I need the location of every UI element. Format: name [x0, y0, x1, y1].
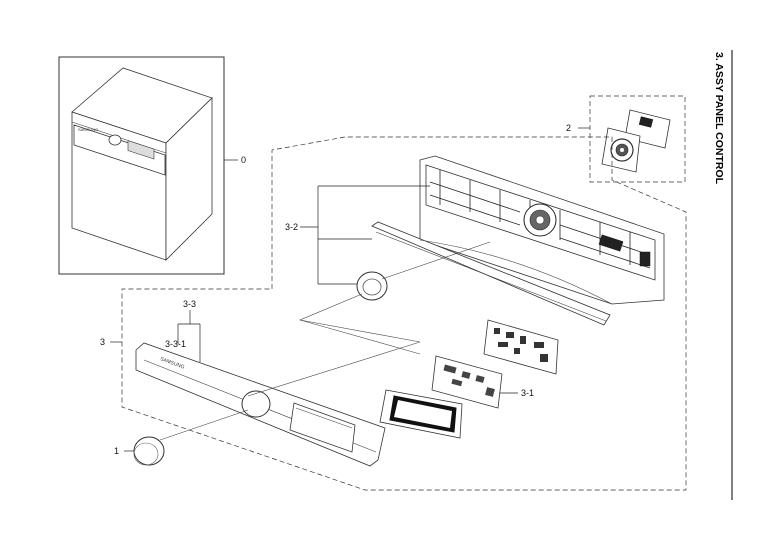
part-3-1-display: 3-1: [379, 319, 559, 439]
part-3-2-frame: 3-2: [285, 155, 665, 326]
part-2-pcb: 2: [566, 95, 686, 183]
label-2: 2: [566, 123, 571, 133]
washer-icon: SAMSUNG: [71, 67, 213, 261]
assembly-dashed-boundary: [121, 136, 687, 491]
svg-text:SAMSUNG: SAMSUNG: [78, 127, 98, 132]
label-3-3-1: 3-3-1: [165, 339, 186, 349]
ring-part: [299, 241, 491, 355]
pcb-assembly-icon: [601, 109, 671, 173]
label-3-3: 3-3: [183, 299, 196, 309]
label-1: 1: [114, 446, 119, 456]
label-0: 0: [241, 155, 246, 165]
part-3-3-front-panel: SAMSUNG 3-3 3-3-1 3: [100, 299, 386, 467]
page-title: 3. ASSY PANEL CONTROL: [713, 52, 725, 185]
pcb-dashed-box: [589, 95, 686, 183]
knob-icon: [133, 436, 165, 466]
title-group: 3. ASSY PANEL CONTROL: [713, 50, 733, 500]
part-1-knob: 1: [114, 319, 421, 466]
label-3-1: 3-1: [521, 388, 534, 398]
label-3-2: 3-2: [285, 222, 298, 232]
label-3: 3: [100, 337, 105, 347]
part-0-washer: SAMSUNG 0: [58, 56, 246, 275]
